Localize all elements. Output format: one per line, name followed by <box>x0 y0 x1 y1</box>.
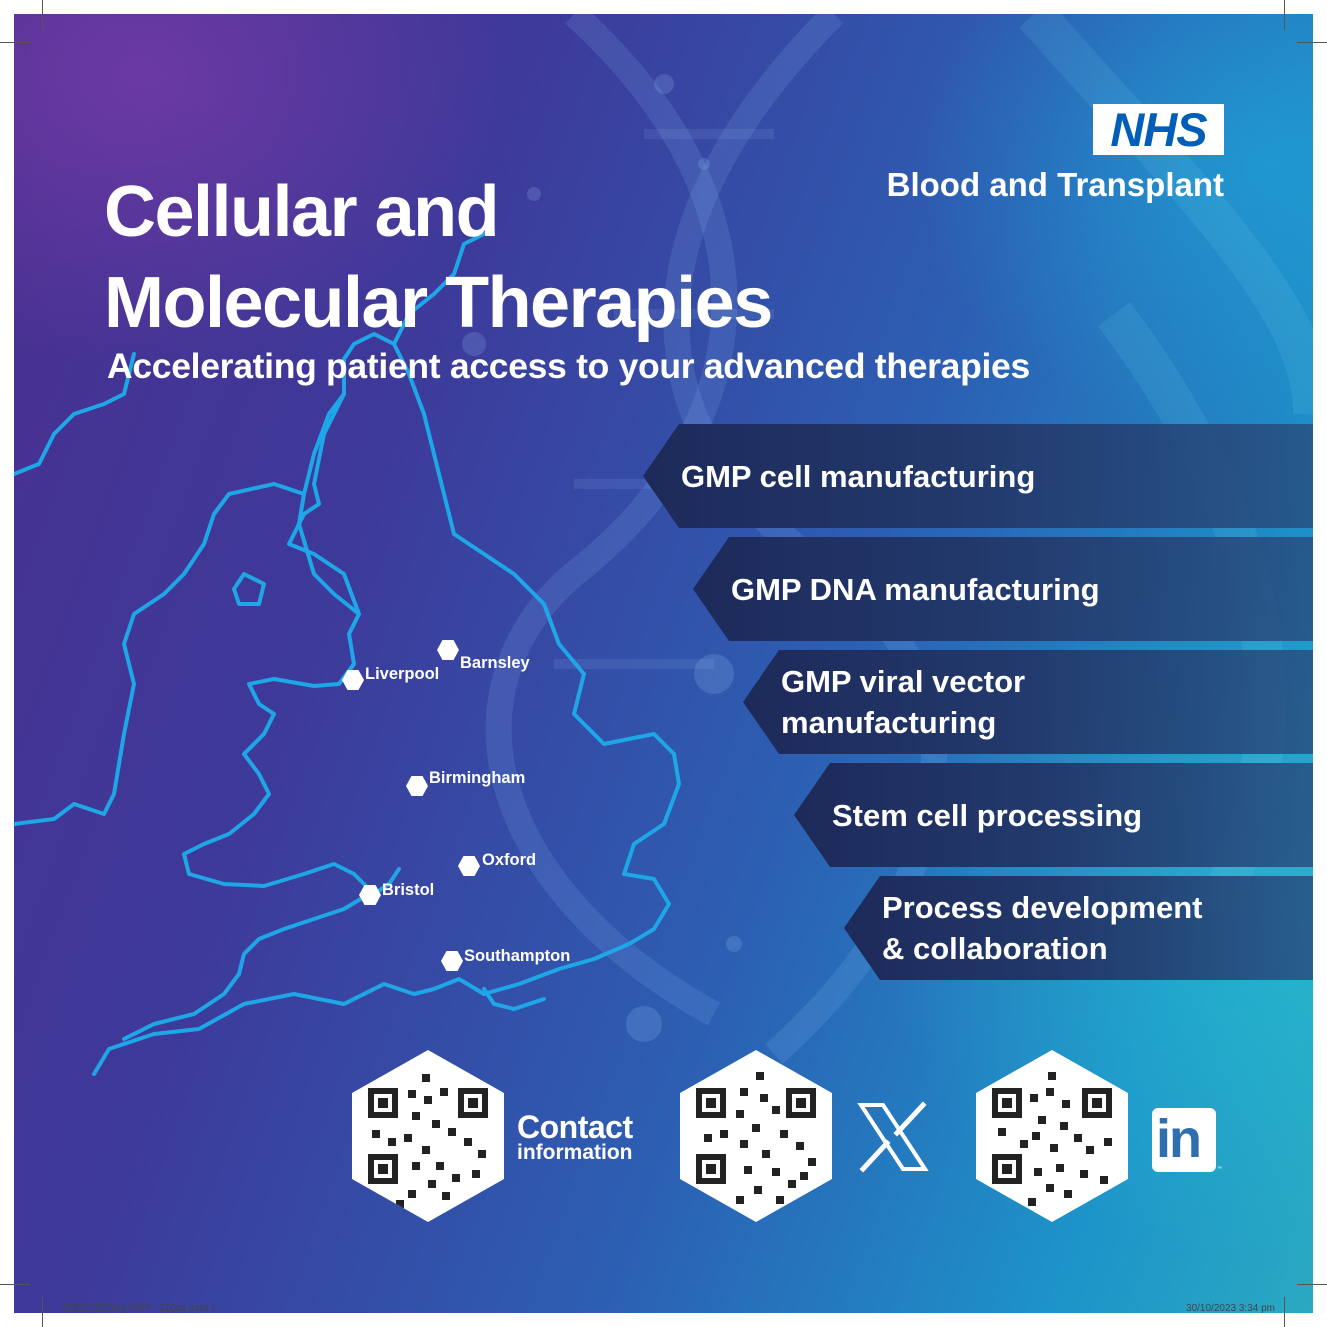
city-label-birmingham: Birmingham <box>429 769 526 787</box>
crop-mark <box>1284 0 1285 30</box>
crop-mark <box>0 1284 30 1285</box>
city-label-barnsley: Barnsley <box>460 654 530 672</box>
location-marker-icon <box>342 670 364 690</box>
organisation-name: Blood and Transplant <box>886 166 1224 203</box>
poster: NHS Blood and Transplant Cellular and Mo… <box>14 14 1313 1313</box>
nhs-logo: NHS <box>1093 104 1224 155</box>
x-logo-icon[interactable] <box>857 1101 929 1173</box>
service-banner-process-development: Process development& collaboration <box>844 876 1313 980</box>
service-label: Process development& collaboration <box>882 890 1203 966</box>
title-line-2: Molecular Therapies <box>104 263 773 343</box>
qr-code-icon <box>368 1074 488 1208</box>
service-banner-cell-manufacturing: GMP cell manufacturing <box>643 424 1313 528</box>
page-title: Cellular and Molecular Therapies <box>104 167 773 349</box>
crop-mark <box>1297 42 1327 43</box>
crop-mark <box>0 42 30 43</box>
location-marker-icon <box>359 885 381 905</box>
city-label-oxford: Oxford <box>482 851 537 869</box>
nhs-logo-text: NHS <box>1110 103 1207 156</box>
print-slug-file: 31615 0323dg CMT - 210sq.indd 1 <box>62 1303 217 1314</box>
trademark-mark: ™ <box>1217 1166 1222 1172</box>
city-label-liverpool: Liverpool <box>365 665 440 683</box>
location-marker-icon <box>458 856 480 876</box>
print-slug-date: 30/10/2023 3:34 pm <box>1186 1303 1275 1314</box>
location-marker-icon <box>406 776 428 796</box>
crop-mark <box>42 1297 43 1327</box>
crop-mark <box>1284 1297 1285 1327</box>
qr-code-icon <box>992 1072 1112 1206</box>
location-marker-icon <box>441 951 463 971</box>
service-label: GMP DNA manufacturing <box>731 571 1100 607</box>
title-line-1: Cellular and <box>104 172 500 252</box>
linkedin-logo-text: in <box>1156 1109 1202 1169</box>
crop-mark <box>1297 1284 1327 1285</box>
city-label-bristol: Bristol <box>382 881 435 899</box>
service-label: GMP cell manufacturing <box>681 458 1036 494</box>
contact-information-label: Contact information <box>517 1109 633 1164</box>
qr-code-icon <box>696 1072 816 1204</box>
crop-mark <box>42 0 43 30</box>
uk-map-outline <box>14 232 681 1076</box>
city-label-southampton: Southampton <box>464 947 571 965</box>
location-marker-icon <box>437 640 459 660</box>
subtitle: Accelerating patient access to your adva… <box>107 346 1030 386</box>
service-label: Stem cell processing <box>832 797 1143 833</box>
service-banner-stem-cell: Stem cell processing <box>794 763 1313 867</box>
linkedin-logo-icon[interactable]: in <box>1152 1108 1216 1172</box>
service-banner-dna-manufacturing: GMP DNA manufacturing <box>693 537 1313 641</box>
